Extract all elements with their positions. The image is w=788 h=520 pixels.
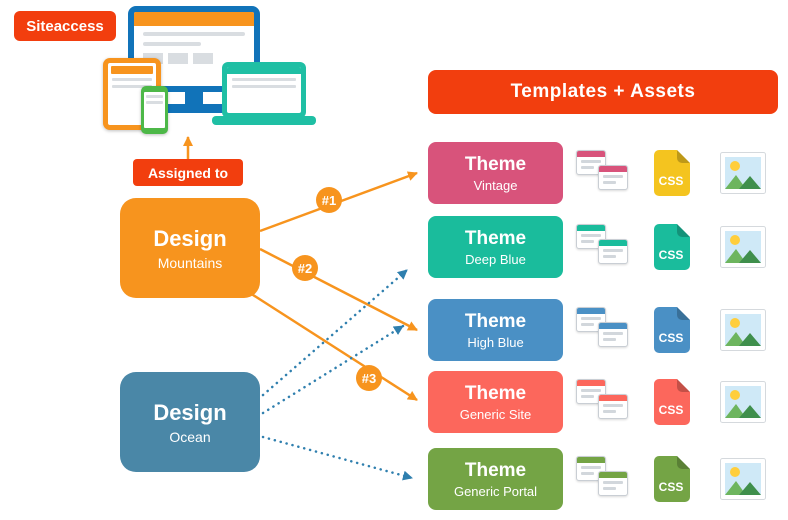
arrow-number-badge-3: #3 bbox=[356, 365, 382, 391]
header-title: Templates + Assets bbox=[510, 81, 696, 102]
assigned-to-badge: Assigned to bbox=[133, 159, 243, 186]
folded-corner bbox=[677, 224, 690, 237]
siteaccess-badge: Siteaccess bbox=[14, 11, 116, 41]
theme-box: Theme Vintage bbox=[428, 142, 563, 204]
design-subtitle: Mountains bbox=[157, 254, 223, 271]
theme-title: Theme bbox=[464, 310, 527, 332]
phone-icon bbox=[141, 86, 168, 134]
theme-row-deep-blue: Theme Deep Blue CSS bbox=[428, 216, 778, 278]
design-title: Design bbox=[153, 399, 227, 425]
arrow-mountains-high-blue bbox=[259, 247, 418, 332]
css-label: CSS bbox=[659, 331, 684, 345]
theme-box: Theme Deep Blue bbox=[428, 216, 563, 278]
templates-icon bbox=[576, 456, 630, 502]
laptop-icon bbox=[222, 62, 306, 118]
templates-icon bbox=[576, 379, 630, 425]
css-file-icon: CSS bbox=[654, 224, 690, 270]
css-label: CSS bbox=[659, 480, 684, 494]
arrow-ocean-high-blue bbox=[261, 324, 405, 415]
css-file-icon: CSS bbox=[654, 379, 690, 425]
templates-icon bbox=[576, 307, 630, 353]
picture-icon bbox=[720, 458, 766, 500]
design-box-ocean: Design Ocean bbox=[120, 372, 260, 472]
picture-icon bbox=[720, 152, 766, 194]
devices-illustration bbox=[100, 4, 316, 134]
design-title: Design bbox=[153, 225, 227, 251]
template-window-icon bbox=[598, 471, 628, 496]
css-label: CSS bbox=[659, 248, 684, 262]
folded-corner bbox=[677, 307, 690, 320]
theme-title: Theme bbox=[464, 382, 527, 404]
theme-row-generic-portal: Theme Generic Portal CSS bbox=[428, 448, 778, 510]
template-window-icon bbox=[598, 239, 628, 264]
css-file-icon: CSS bbox=[654, 307, 690, 353]
picture-icon bbox=[720, 309, 766, 351]
theme-subtitle: Deep Blue bbox=[465, 251, 526, 267]
template-window-icon bbox=[598, 394, 628, 419]
monitor-stand bbox=[185, 92, 203, 104]
design-subtitle: Ocean bbox=[169, 428, 211, 445]
picture-icon bbox=[720, 381, 766, 423]
css-label: CSS bbox=[659, 174, 684, 188]
theme-title: Theme bbox=[464, 227, 527, 249]
template-window-icon bbox=[598, 322, 628, 347]
laptop-base bbox=[212, 116, 316, 125]
arrow-ocean-generic-portal bbox=[261, 435, 414, 481]
theme-subtitle: High Blue bbox=[467, 334, 524, 350]
templates-icon bbox=[576, 150, 630, 196]
monitor-header-bar bbox=[134, 12, 254, 26]
theme-subtitle: Generic Site bbox=[459, 406, 532, 422]
theme-box: Theme Generic Site bbox=[428, 371, 563, 433]
folded-corner bbox=[677, 456, 690, 469]
theme-box: Theme High Blue bbox=[428, 299, 563, 361]
css-file-icon: CSS bbox=[654, 150, 690, 196]
css-label: CSS bbox=[659, 403, 684, 417]
arrow-number-badge-1: #1 bbox=[316, 187, 342, 213]
theme-box: Theme Generic Portal bbox=[428, 448, 563, 510]
theme-subtitle: Generic Portal bbox=[453, 483, 538, 499]
theme-title: Theme bbox=[464, 153, 527, 175]
arrow-number-badge-2: #2 bbox=[292, 255, 318, 281]
theme-row-generic-site: Theme Generic Site CSS bbox=[428, 371, 778, 433]
theme-row-high-blue: Theme High Blue CSS bbox=[428, 299, 778, 361]
picture-icon bbox=[720, 226, 766, 268]
monitor-base bbox=[162, 104, 226, 113]
css-file-icon: CSS bbox=[654, 456, 690, 502]
templates-assets-header: Templates + Assets bbox=[428, 70, 778, 114]
arrow-mountains-generic-site bbox=[249, 291, 418, 402]
theme-subtitle: Vintage bbox=[473, 177, 518, 193]
templates-icon bbox=[576, 224, 630, 270]
template-window-icon bbox=[576, 150, 606, 175]
folded-corner bbox=[677, 150, 690, 163]
template-window-icon bbox=[598, 165, 628, 190]
theme-row-vintage: Theme Vintage CSS bbox=[428, 142, 778, 204]
design-box-mountains: Design Mountains bbox=[120, 198, 260, 298]
arrow-ocean-deep-blue bbox=[261, 268, 409, 397]
template-window-icon bbox=[576, 456, 606, 481]
theme-title: Theme bbox=[464, 459, 527, 481]
folded-corner bbox=[677, 379, 690, 392]
